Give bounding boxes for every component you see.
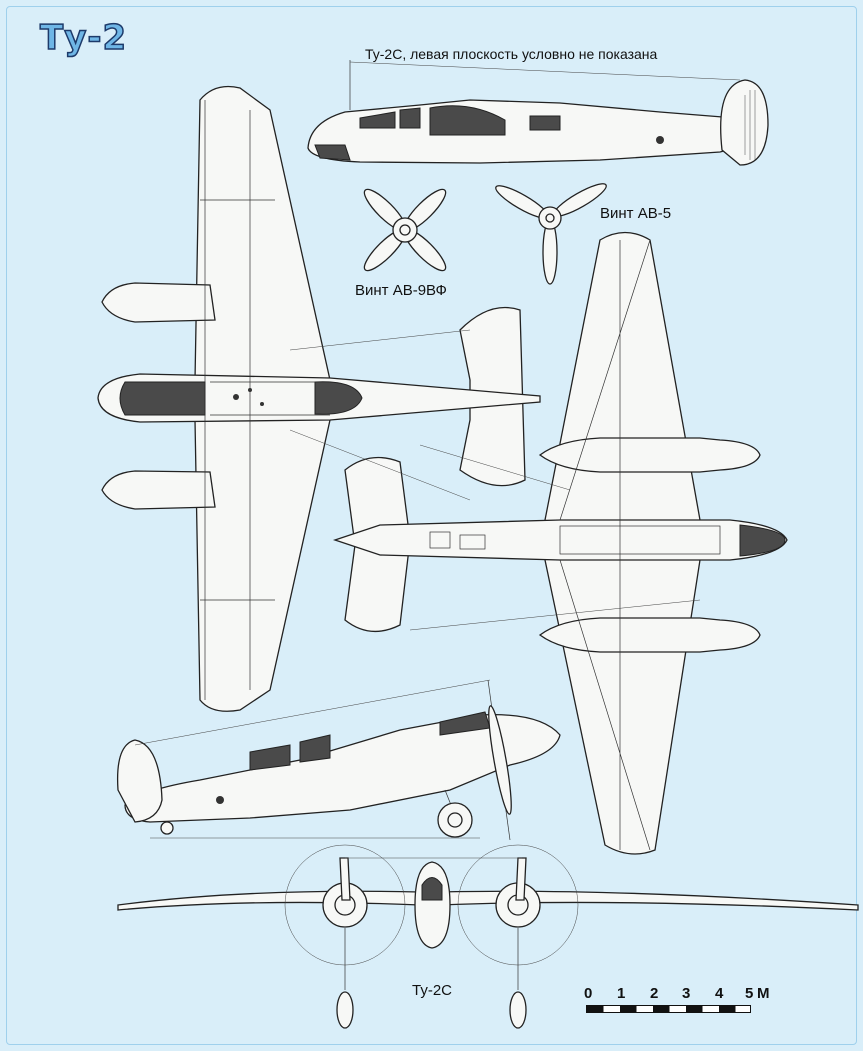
propeller-av5	[495, 183, 607, 285]
top-view	[97, 85, 541, 712]
front-view	[117, 844, 859, 1029]
scale-unit: М	[757, 985, 770, 1002]
scale-tick-2: 2	[650, 985, 659, 1002]
page-title: Ту-2	[39, 17, 128, 59]
propeller-av5-label: Винт АВ-5	[600, 205, 672, 222]
scale-tick-1: 1	[617, 985, 626, 1002]
bottom-view	[332, 231, 788, 855]
propeller-av9vf-label: Винт АВ-9ВФ	[355, 282, 447, 299]
propeller-av9vf	[363, 188, 447, 272]
scale-tick-0: 0	[584, 985, 593, 1002]
scale-tick-3: 3	[682, 985, 691, 1002]
scale-tick-5: 5	[745, 985, 754, 1002]
side-view-top	[307, 60, 769, 166]
side-view-bottom	[116, 679, 561, 841]
top-caption: Ту-2С, левая плоскость условно не показа…	[365, 46, 658, 62]
scale-tick-4: 4	[715, 985, 724, 1002]
front-view-label: Ту-2С	[412, 982, 452, 999]
page-frame	[6, 6, 857, 1045]
scale-bar: 0 1 2 3 4 5 М	[580, 985, 780, 1025]
